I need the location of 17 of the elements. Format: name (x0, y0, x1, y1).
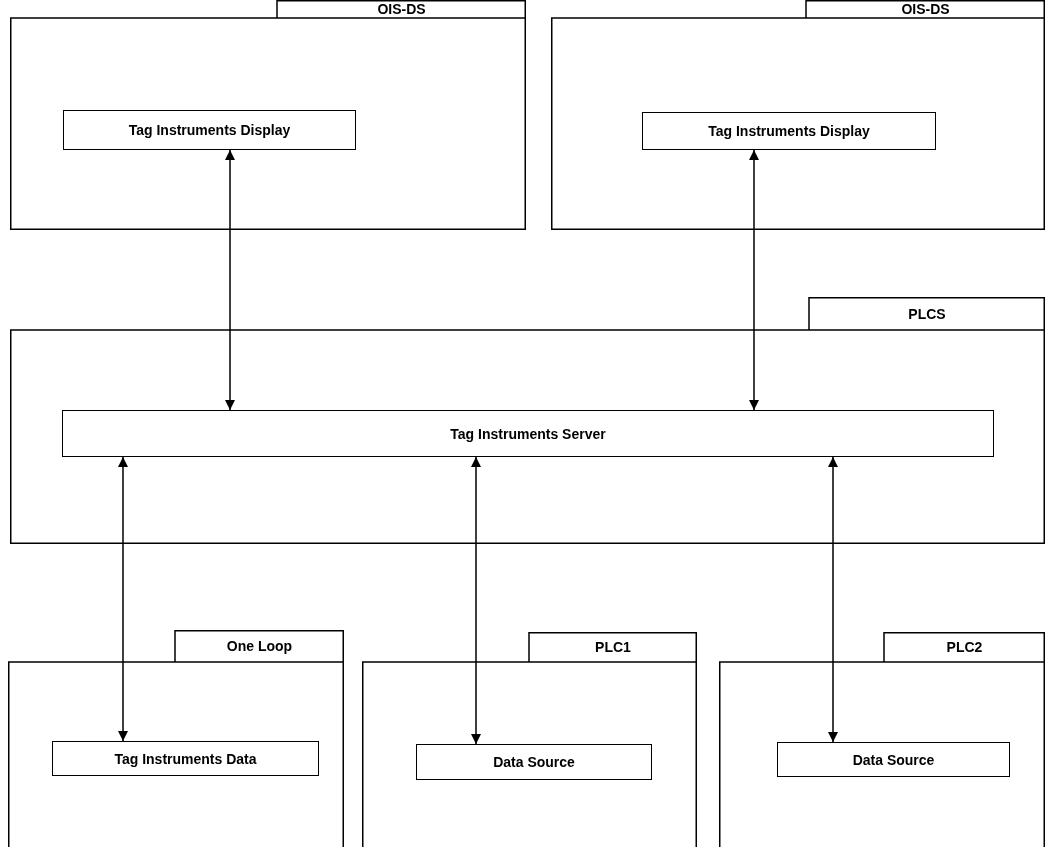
package-label: PLC1 (594, 638, 632, 657)
component-box: Tag Instruments Display (642, 112, 936, 150)
double-arrow (749, 149, 759, 411)
component-box: Tag Instruments Data (52, 741, 319, 776)
package-label: PLC2 (945, 638, 984, 657)
double-arrow (118, 456, 128, 742)
component-box: Data Source (777, 742, 1010, 777)
package-label: One Loop (225, 637, 294, 656)
double-arrow (828, 456, 838, 743)
component-box: Tag Instruments Server (62, 410, 994, 457)
package-label: PLCS (907, 304, 947, 324)
double-arrow (225, 149, 235, 411)
double-arrow (471, 456, 481, 745)
package-label: OIS-DS (900, 0, 951, 18)
component-box: Data Source (416, 744, 652, 780)
package-label: OIS-DS (376, 0, 427, 18)
component-box: Tag Instruments Display (63, 110, 356, 150)
